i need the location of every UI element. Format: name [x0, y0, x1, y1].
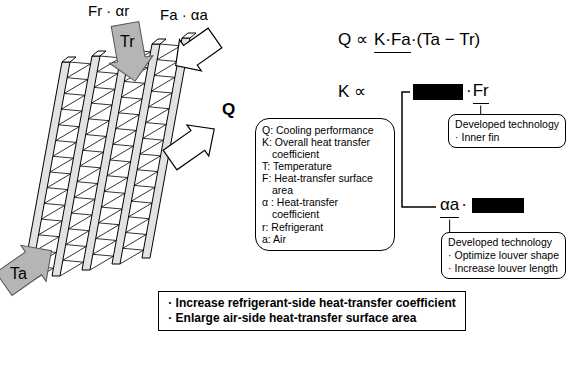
definition-text: r: Refrigerant — [262, 221, 388, 233]
tube-end — [62, 57, 76, 62]
heat-flow-arrow — [159, 113, 225, 175]
formula-term: K·Fa — [374, 30, 411, 53]
formula-row: K ∝ — [338, 82, 366, 102]
air-inlet-arrow — [0, 233, 64, 302]
formula-row: ·Fr — [466, 81, 489, 104]
leader-line — [449, 220, 450, 232]
tube-end — [92, 51, 106, 56]
note-text: Developed technology — [448, 236, 559, 249]
note-text: · Increase refrigerant-side heat-transfe… — [168, 296, 455, 311]
part-label: Fr · αr — [88, 2, 129, 19]
definition-text: F: Heat-transfer surface area — [262, 172, 388, 196]
formula-term: K ∝ — [338, 82, 366, 102]
definition-text: K: Overall heat transfer coefficient — [262, 136, 388, 160]
formula-row: αa· — [440, 195, 467, 218]
note-text: · Optimize louver shape — [448, 249, 559, 262]
definition-box: Q: Cooling performanceK: Overall heat tr… — [255, 118, 395, 251]
formula-term: αa — [440, 195, 459, 218]
refrigerant-arrow — [103, 20, 156, 85]
leader-line — [480, 106, 481, 114]
air-arrow — [165, 22, 226, 81]
formula-term: · — [466, 81, 472, 101]
definition-text: Q: Cooling performance — [262, 124, 388, 136]
note-text: · Enlarge air-side heat-transfer surface… — [168, 311, 455, 326]
definition-text: T: Temperature — [262, 160, 388, 172]
definition-text: a: Air — [262, 233, 388, 245]
masked-term — [413, 84, 463, 100]
bracket — [402, 92, 436, 207]
part-label: Tr — [120, 33, 135, 51]
tube-end — [152, 39, 166, 44]
formula-term: ·(Ta − Tr) — [411, 30, 480, 50]
note-text: Developed technology — [455, 118, 559, 131]
note-text: · Increase louver length — [448, 262, 559, 275]
callout-box: Developed technology· Optimize louver sh… — [441, 232, 566, 279]
part-label: Ta — [10, 265, 27, 283]
tube-end — [182, 33, 196, 38]
definition-text: α : Heat-transfer coefficient — [262, 196, 388, 220]
formula-term: · — [461, 195, 467, 215]
masked-term — [472, 198, 524, 213]
formula-term: Q ∝ — [338, 30, 368, 50]
part-label: Fa · αa — [160, 6, 208, 23]
note-text: · Inner fin — [455, 131, 559, 144]
formula-row: Q ∝ K·Fa·(Ta − Tr) — [338, 30, 480, 53]
part-label: Q — [222, 100, 235, 120]
callout-box: Developed technology· Inner fin — [448, 114, 566, 148]
summary-box: · Increase refrigerant-side heat-transfe… — [158, 291, 465, 331]
formula-term: Fr — [473, 81, 489, 104]
